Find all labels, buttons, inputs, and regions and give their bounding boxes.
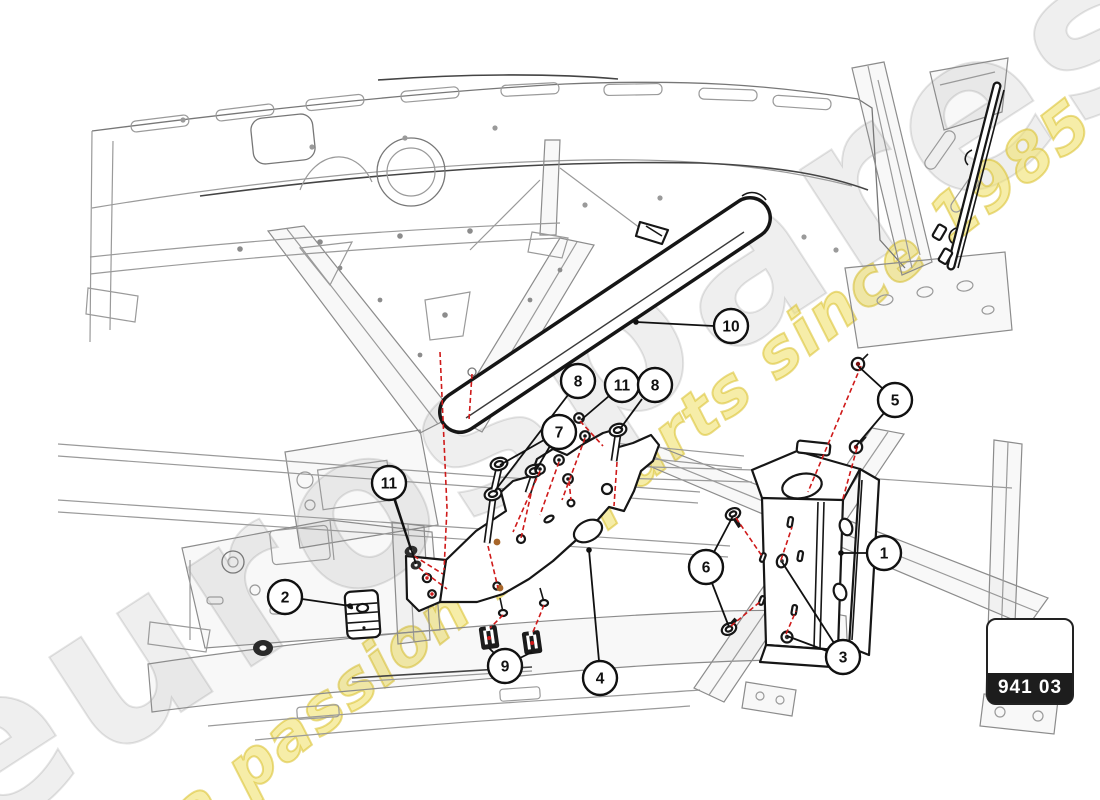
- part-1-support-bracket: [750, 439, 881, 670]
- svg-text:4: 4: [596, 671, 605, 688]
- svg-text:8: 8: [574, 374, 583, 391]
- callout-9[interactable]: 9: [486, 647, 524, 685]
- svg-text:10: 10: [722, 319, 739, 336]
- callout-11-top[interactable]: 11: [603, 366, 641, 404]
- callout-11-left[interactable]: 11: [370, 464, 408, 502]
- callout-4[interactable]: 4: [581, 659, 619, 697]
- callout-5[interactable]: 5: [876, 381, 914, 419]
- bracket-slots: [757, 552, 767, 606]
- callout-1[interactable]: 1: [865, 534, 903, 572]
- callout-6[interactable]: 6: [687, 548, 725, 586]
- svg-text:1: 1: [880, 546, 889, 563]
- callout-3[interactable]: 3: [824, 638, 862, 676]
- part-code-label: 941 03: [988, 673, 1072, 703]
- svg-text:3: 3: [839, 650, 848, 667]
- red-dashed-lines: [413, 351, 862, 635]
- callout-2[interactable]: 2: [266, 578, 304, 616]
- svg-text:6: 6: [702, 560, 711, 577]
- svg-text:11: 11: [614, 378, 631, 395]
- callout-8-left[interactable]: 8: [559, 362, 597, 400]
- fasteners-item3: [775, 553, 794, 644]
- callouts: 10 8 11 8 5 7: [266, 307, 914, 697]
- part-2-damper-block: [343, 589, 382, 640]
- part-9-clips: [478, 625, 543, 655]
- bolts-item6: [720, 506, 742, 637]
- callout-10[interactable]: 10: [712, 307, 750, 345]
- svg-text:11: 11: [381, 476, 398, 493]
- svg-text:5: 5: [891, 393, 900, 410]
- fastener-bolts: [404, 353, 869, 644]
- bolt-a: [483, 486, 503, 544]
- part-code-box[interactable]: 941 03: [986, 618, 1074, 705]
- part-10-seal-strip: [438, 191, 772, 434]
- leader-lines: [301, 319, 885, 662]
- svg-text:7: 7: [555, 425, 564, 442]
- svg-text:2: 2: [281, 590, 290, 607]
- side-seal-strip: [931, 81, 1005, 271]
- svg-text:8: 8: [651, 378, 660, 395]
- callout-7[interactable]: 7: [540, 413, 578, 451]
- screws-item5: [848, 353, 869, 455]
- svg-text:9: 9: [501, 659, 510, 676]
- washers: [467, 367, 591, 485]
- callout-8-right[interactable]: 8: [636, 366, 674, 404]
